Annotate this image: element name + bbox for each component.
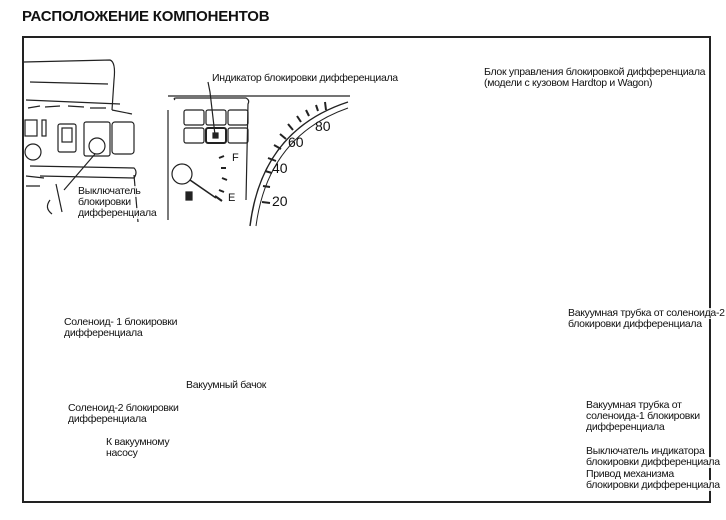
label-to-vacuum-pump-line2: насосу	[106, 447, 138, 459]
instrument-cluster	[167, 81, 350, 227]
speed-tick-40: 40	[272, 160, 288, 176]
speed-tick-60: 60	[288, 134, 304, 150]
speed-tick-20: 20	[272, 193, 288, 209]
label-vac-tube-solenoid-2-line1: Вакуумная трубка от соленоида-2	[568, 307, 725, 319]
page-title: РАСПОЛОЖЕНИЕ КОМПОНЕНТОВ	[22, 8, 270, 25]
label-diff-lock-switch-line3: дифференциала	[78, 207, 157, 219]
label-solenoid-1-line1: Соленоид- 1 блокировки	[64, 316, 178, 328]
label-solenoid-2-line1: Соленоид-2 блокировки	[68, 402, 179, 414]
speedometer-ticks	[261, 101, 327, 204]
label-control-unit-line1: Блок управления блокировкой дифференциал…	[484, 66, 706, 78]
label-indicator-switch-line2: блокировки дифференциала	[586, 456, 720, 468]
label-control-unit-line2: (модели с кузовом Hardtop и Wagon)	[484, 77, 653, 89]
label-vac-tube-solenoid-1-line1: Вакуумная трубка от	[586, 399, 682, 411]
label-to-vacuum-pump-line1: К вакуумному	[106, 436, 170, 448]
label-diff-lock-indicator: Индикатор блокировки дифференциала	[212, 72, 398, 84]
label-diff-lock-switch-line1: Выключатель	[78, 185, 141, 197]
label-actuator-line2: блокировки дифференциала	[586, 479, 720, 491]
fuel-empty-mark: E	[228, 192, 236, 204]
dashboard-switch-panel	[23, 59, 139, 223]
label-solenoid-2-line2: дифференциала	[68, 413, 147, 425]
label-vac-tube-solenoid-2-line2: блокировки дифференциала	[568, 318, 702, 330]
label-vac-tube-solenoid-1-line3: дифференциала	[586, 421, 665, 433]
speed-tick-80: 80	[315, 118, 331, 134]
label-indicator-switch-line1: Выключатель индикатора	[586, 445, 705, 457]
label-solenoid-1-line2: дифференциала	[64, 327, 143, 339]
label-diff-lock-switch-line2: блокировки	[78, 196, 131, 208]
fuel-full-mark: F	[232, 152, 239, 164]
label-vacuum-tank: Вакуумный бачок	[186, 379, 267, 391]
label-vac-tube-solenoid-1-line2: соленоида-1 блокировки	[586, 410, 700, 422]
diagram-frame	[22, 36, 711, 503]
label-actuator-line1: Привод механизма	[586, 468, 674, 480]
